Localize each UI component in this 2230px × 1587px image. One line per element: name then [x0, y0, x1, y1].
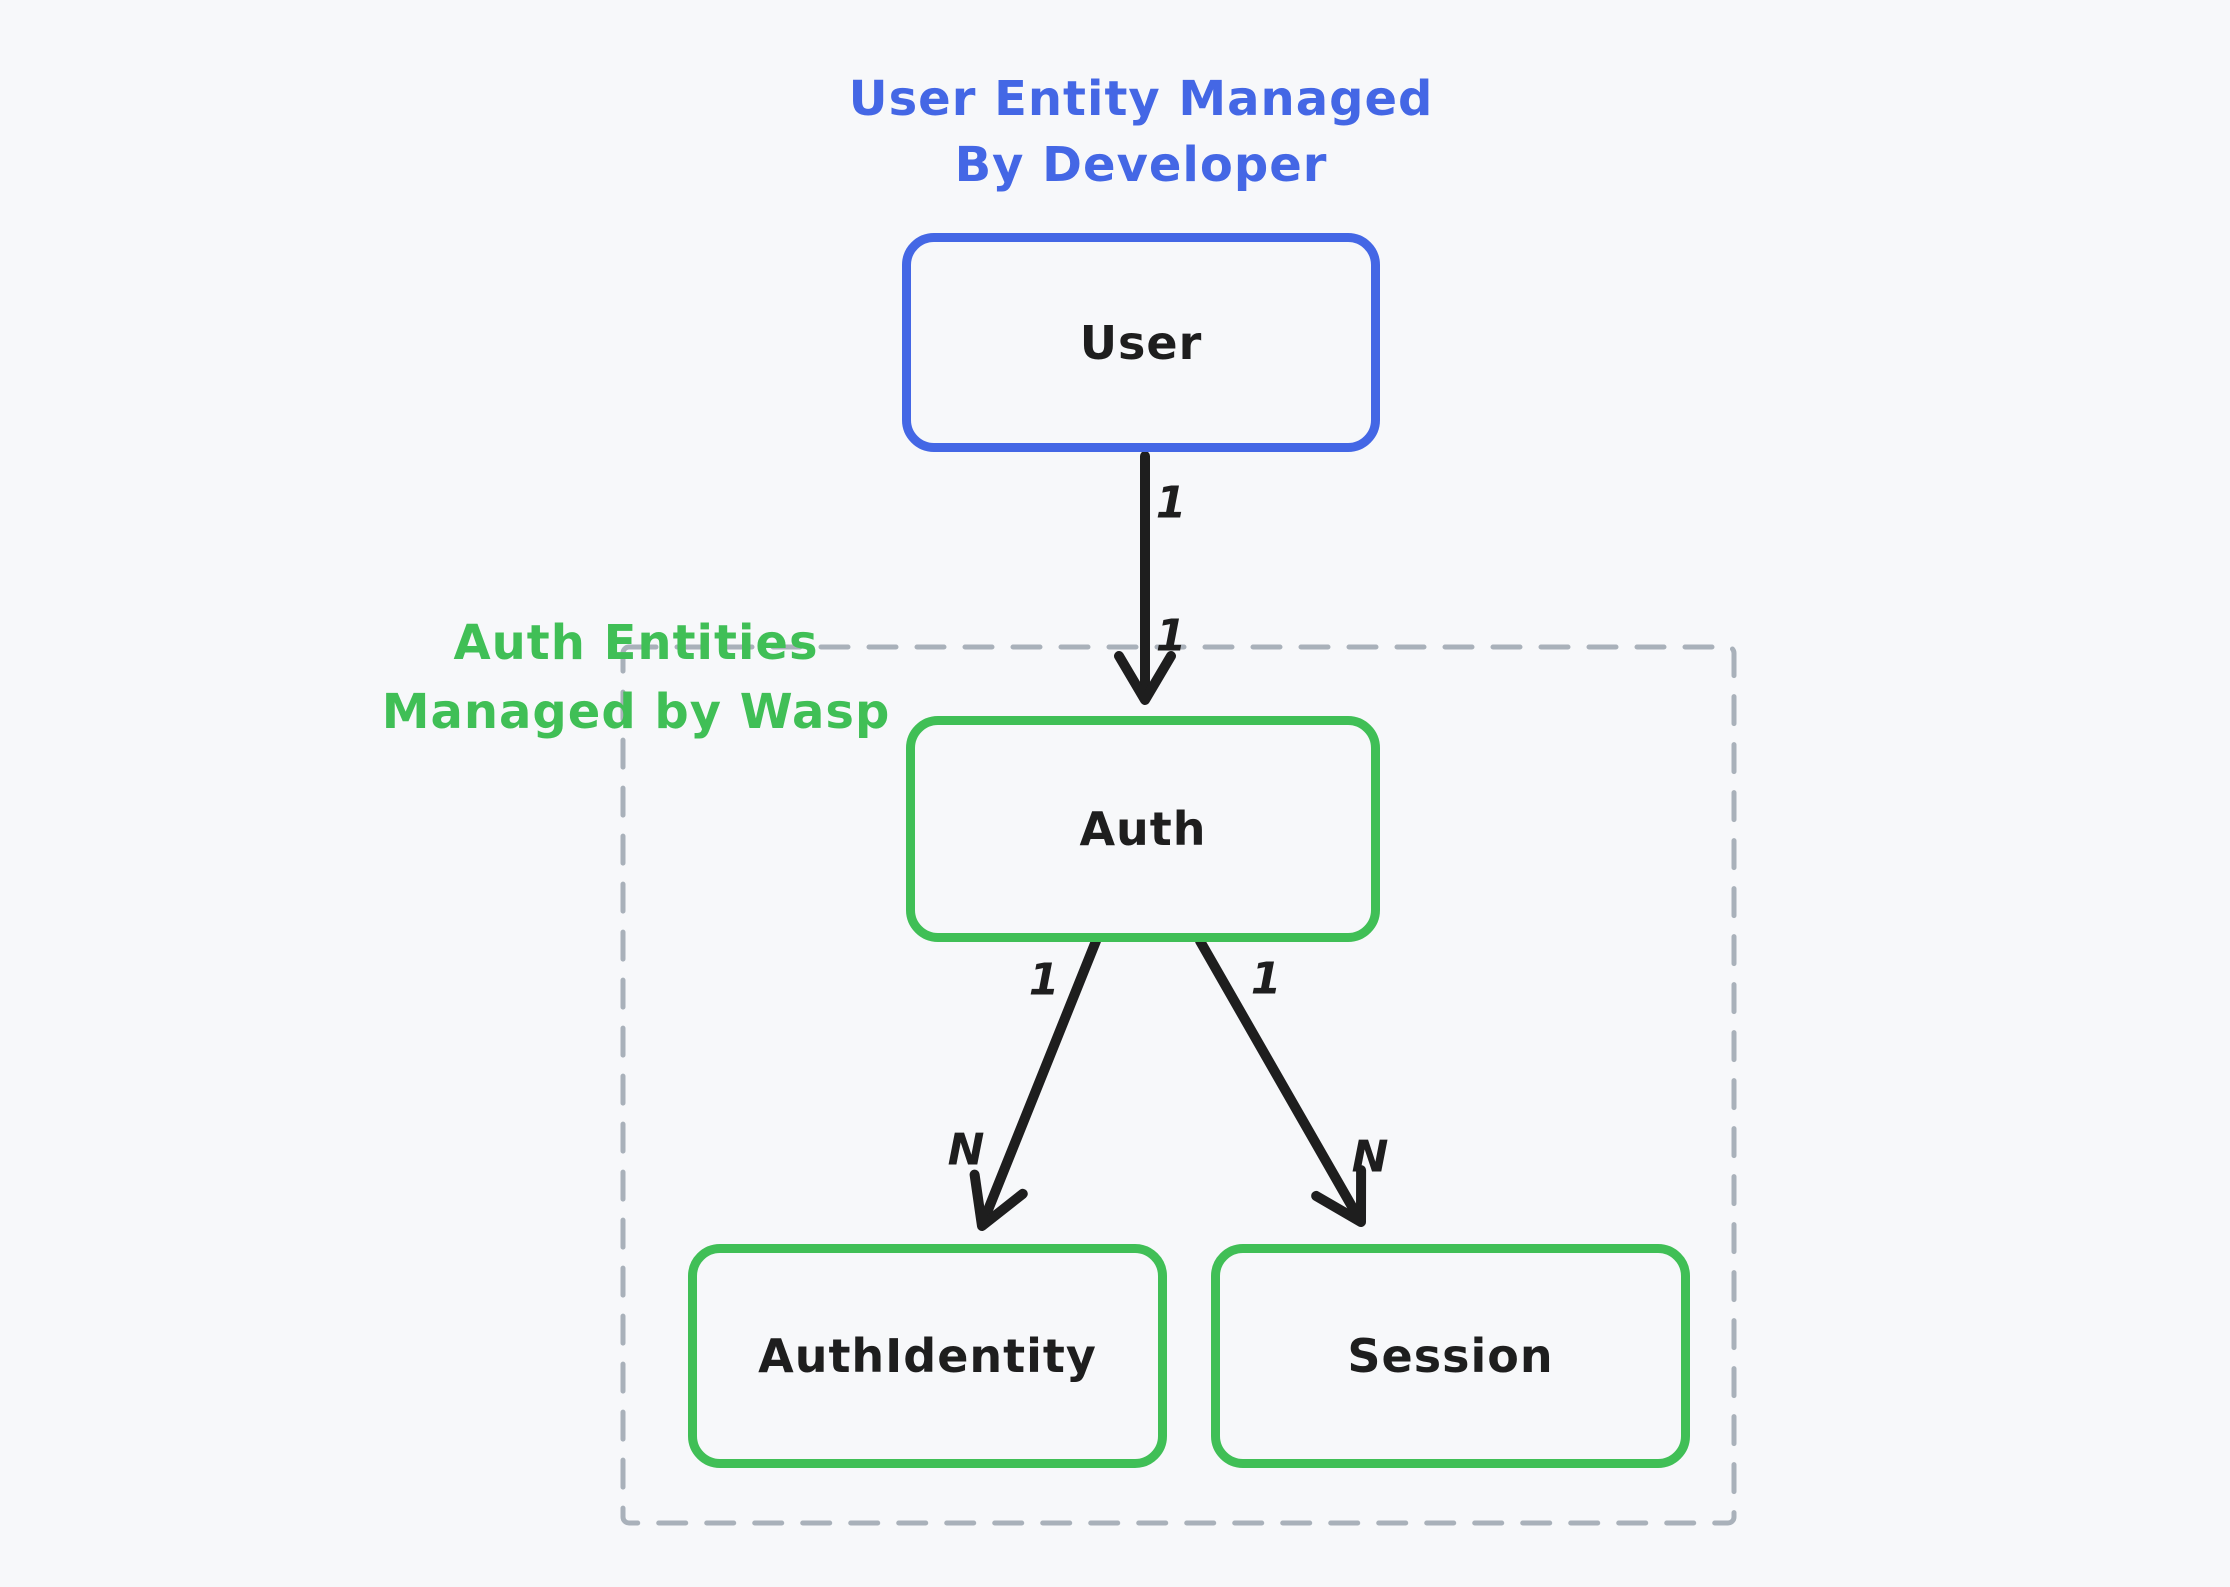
auth-entities-group-label: Auth Entities Managed by Wasp	[382, 609, 891, 747]
node-session-label: Session	[1347, 1329, 1554, 1383]
cardinality-user-to-auth-target: 1	[1155, 610, 1187, 662]
cardinality-auth-to-session-target: N	[1351, 1131, 1389, 1183]
arrow-auth-to-session	[1195, 936, 1367, 1227]
cardinality-auth-to-session-source: 1	[1250, 953, 1282, 1005]
node-auth: Auth	[906, 716, 1380, 942]
arrow-user-to-auth	[1114, 451, 1176, 705]
auth-entities-group-border	[620, 644, 1737, 1526]
group-label-line1: Auth Entities	[453, 615, 819, 671]
node-auth-label: Auth	[1079, 802, 1207, 856]
diagram-title: User Entity Managed By Developer	[849, 66, 1434, 198]
diagram-title-line2: By Developer	[954, 137, 1328, 193]
cardinality-auth-to-authidentity-source: 1	[1028, 954, 1060, 1006]
diagram-title-line1: User Entity Managed	[848, 71, 1434, 127]
node-session: Session	[1211, 1244, 1690, 1468]
node-user-label: User	[1079, 315, 1203, 370]
cardinality-user-to-auth-source: 1	[1155, 477, 1187, 529]
node-auth-identity: AuthIdentity	[688, 1244, 1167, 1468]
node-auth-identity-label: AuthIdentity	[758, 1329, 1097, 1383]
cardinality-auth-to-authidentity-target: N	[947, 1124, 985, 1176]
group-label-line2: Managed by Wasp	[381, 684, 891, 740]
arrow-auth-to-authidentity	[969, 936, 1101, 1231]
node-user: User	[902, 233, 1380, 452]
